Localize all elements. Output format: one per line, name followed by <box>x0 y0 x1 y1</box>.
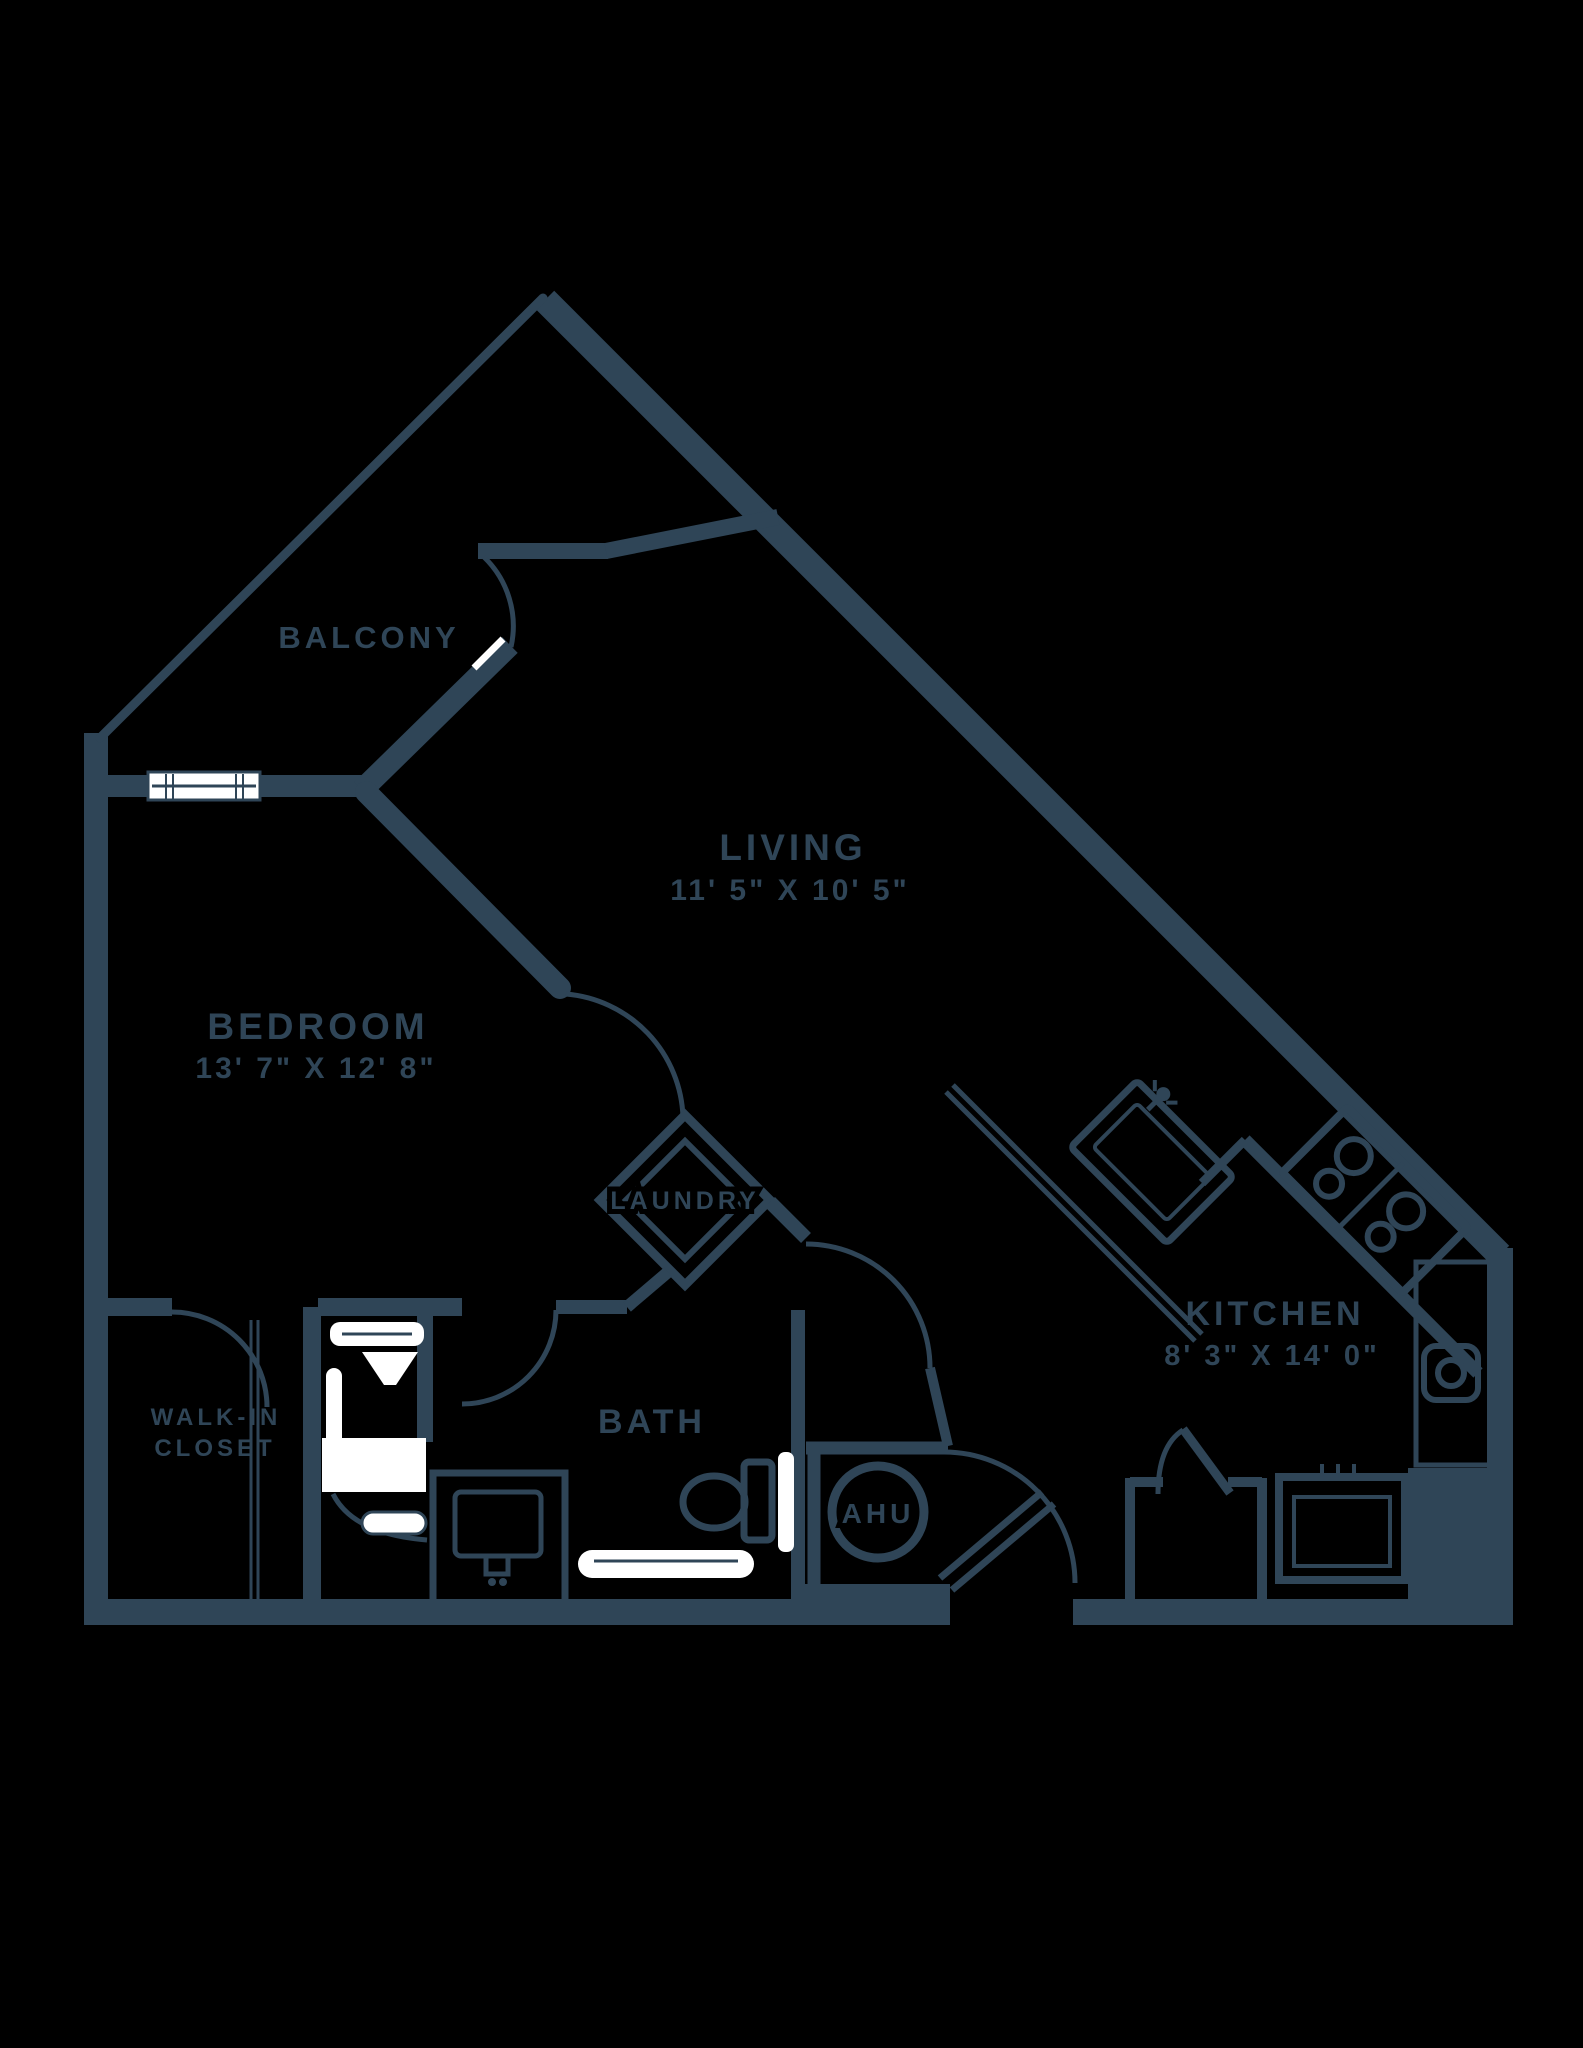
balcony-door-arc <box>482 555 516 648</box>
entry-door-leaf-1 <box>937 1489 1045 1581</box>
walk-in-closet-label-line2: CLOSET <box>154 1435 275 1462</box>
ahu-closet <box>800 1441 1078 1600</box>
hall-door-arc <box>805 1241 933 1369</box>
pantry-door-arc <box>1155 1427 1185 1495</box>
kitchen-fixtures <box>944 1079 1500 1608</box>
kitchen-sink <box>1069 1079 1235 1245</box>
shower-head-icon <box>362 1352 418 1385</box>
walk-in-closet-label-line1: WALK-IN <box>151 1404 282 1431</box>
entry-door-arc <box>943 1449 1078 1584</box>
bedroom-label: BEDROOM <box>207 1006 428 1047</box>
bath-fixtures <box>429 1452 794 1602</box>
wall-balcony-inner <box>354 637 518 798</box>
counter-hypotenuse-return <box>1198 1136 1249 1187</box>
bath-door-arc <box>461 1309 559 1407</box>
balcony-walls <box>84 509 780 802</box>
bedroom-dimensions: 13' 7" X 12' 8" <box>195 1052 436 1085</box>
entry-door-leaf-2 <box>949 1501 1057 1593</box>
counter-peninsula-edge-2 <box>951 1083 1204 1336</box>
balcony-railing <box>95 293 548 743</box>
bath-white-trim <box>778 1452 794 1552</box>
living-dimensions: 11' 5" X 10' 5" <box>670 874 910 907</box>
wall-bedroom-living-partition <box>355 781 571 999</box>
shower-door-handle <box>360 1510 428 1536</box>
vanity-sink <box>429 1469 569 1602</box>
wall-living-connector <box>604 509 780 559</box>
dishwasher <box>1275 1464 1409 1584</box>
refrigerator <box>1408 1468 1500 1608</box>
wall-laundry-link <box>623 1267 672 1312</box>
counter-peninsula-edge-1 <box>944 1090 1197 1343</box>
laundry-diamond-outer <box>593 1108 777 1292</box>
bedroom-walls <box>355 781 686 1118</box>
bedroom-door-arc <box>565 991 686 1118</box>
laundry-label: LAUNDRY <box>610 1187 759 1215</box>
laundry-diamond-inner <box>621 1136 749 1264</box>
bath-label: BATH <box>598 1403 706 1441</box>
outer-walls <box>84 290 1513 1625</box>
living-label: LIVING <box>719 827 866 868</box>
balcony-label: BALCONY <box>278 620 459 655</box>
bedroom-window <box>146 770 262 802</box>
wall-hypotenuse <box>535 290 1510 1265</box>
laundry-closet <box>593 1108 777 1292</box>
stove <box>1279 1104 1471 1296</box>
wall-hall <box>765 1197 811 1243</box>
counter-appliance <box>1421 1343 1481 1403</box>
counter-appliance-knob <box>1435 1357 1467 1389</box>
balcony-door-threshold <box>471 636 506 671</box>
ahu-label: AHU <box>842 1498 915 1529</box>
wall-hall-stub <box>925 1366 953 1448</box>
closet-door-arc <box>171 1309 270 1408</box>
toilet <box>679 1458 776 1544</box>
pantry-door-leaf <box>1179 1426 1234 1496</box>
shower-bench <box>322 1438 426 1492</box>
towel-bar <box>578 1550 754 1578</box>
pantry <box>1125 1426 1267 1599</box>
kitchen-dimensions: 8' 3" X 14' 0" <box>1164 1340 1380 1372</box>
kitchen-label: KITCHEN <box>1185 1295 1364 1333</box>
counter-right-run <box>1413 1259 1495 1468</box>
interior-walls <box>84 1197 953 1612</box>
shower-stall <box>322 1322 428 1543</box>
ahu-circle <box>827 1461 929 1563</box>
